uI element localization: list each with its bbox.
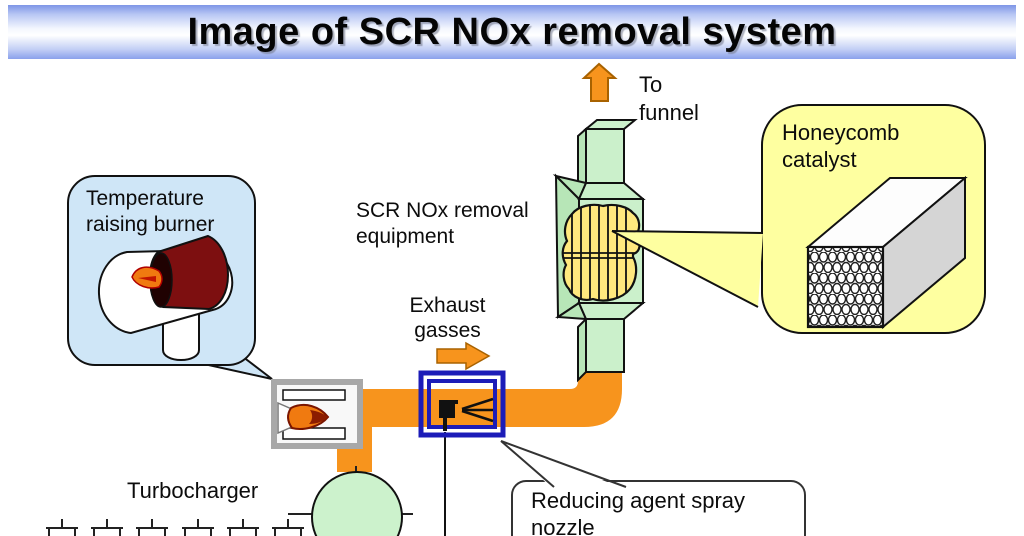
- reducing-nozzle-label: Reducing agent spray nozzle: [531, 488, 746, 536]
- catalyst-cutaway: [561, 203, 641, 302]
- temperature-burner-label: Temperature raising burner: [86, 187, 215, 236]
- exhaust-gasses-label: Exhaust gasses: [409, 294, 486, 342]
- turbocharger-circle: [311, 471, 403, 536]
- burner-illustration: [97, 234, 234, 362]
- burner-box: [271, 379, 363, 449]
- to-funnel-arrow: [581, 62, 618, 102]
- nozzle-box: [418, 370, 506, 438]
- scr-equipment-label: SCR NOx removal equipment: [356, 199, 529, 248]
- honeycomb-block: [805, 175, 968, 330]
- honeycomb-catalyst-label: Honeycomb catalyst: [782, 120, 900, 172]
- turbocharger-label: Turbocharger: [127, 478, 259, 503]
- spray-nozzle-icon: [439, 397, 494, 431]
- burner-box-flame-tip: [309, 410, 328, 424]
- exhaust-flow-arrow: [436, 341, 491, 371]
- to-funnel-label: To funnel: [639, 72, 699, 125]
- burner-box-flame: [287, 404, 330, 430]
- temperature-burner-callout: [67, 175, 273, 380]
- title-banner: Image of SCR NOx removal system: [8, 5, 1016, 59]
- honeycomb-callout: [611, 104, 986, 334]
- reducing-agent-callout: [500, 440, 806, 536]
- honeycomb-face: [806, 245, 885, 329]
- turbocharger-illustration: [288, 466, 413, 536]
- page-title: Image of SCR NOx removal system: [187, 10, 837, 53]
- burner-flame-core: [138, 276, 156, 282]
- scr-equipment-illustration: [552, 119, 646, 383]
- engine-cylinders: [46, 519, 304, 536]
